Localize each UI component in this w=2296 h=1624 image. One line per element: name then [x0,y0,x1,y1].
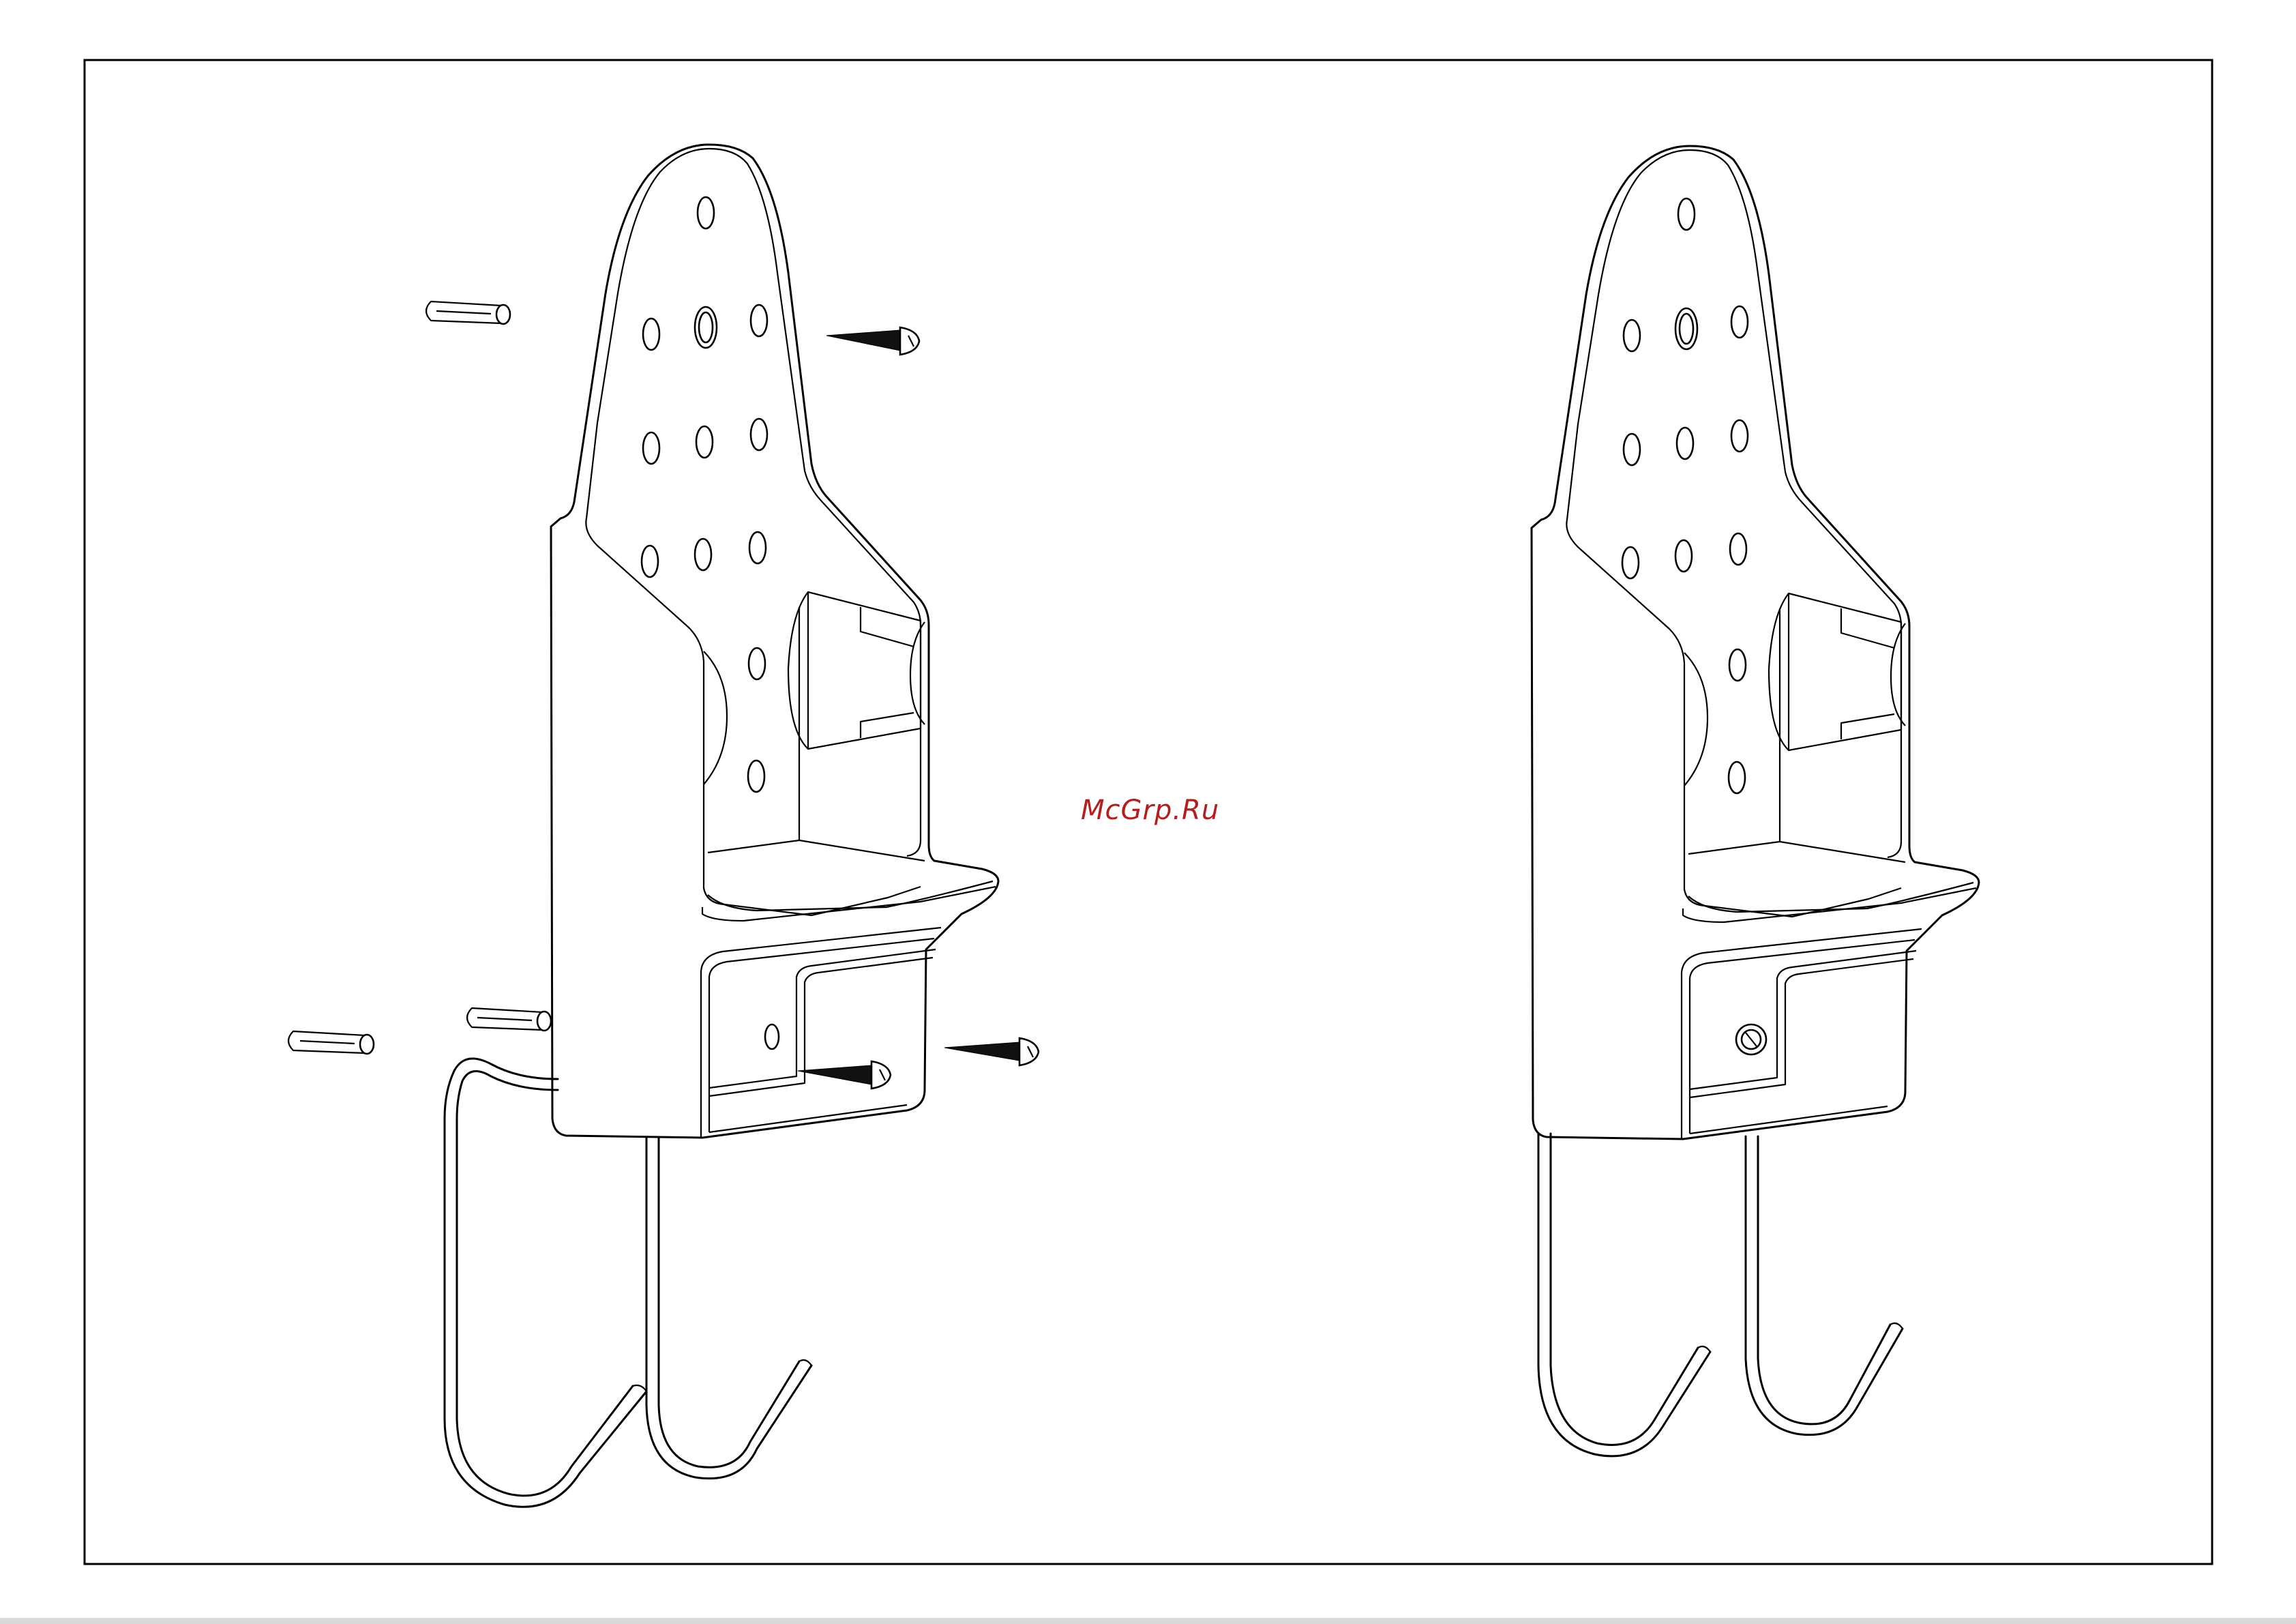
assembled-view [1532,146,1979,1456]
wall-plug-top [426,301,510,324]
wall-holder-left [551,145,998,1138]
screw-center [798,1061,891,1089]
screw-right [944,1038,1039,1065]
watermark-text: McGrp.Ru [1081,795,1219,826]
wire-hook-right [1538,1134,1903,1456]
footer-strip [0,1618,2296,1624]
exploded-view [288,145,1039,1507]
screw-top [826,327,919,355]
wall-plug-inserted [467,1008,551,1031]
screw-installed [1736,1024,1766,1054]
wall-plug-bottom [288,1031,374,1054]
wall-holder-right [1532,146,1979,1139]
